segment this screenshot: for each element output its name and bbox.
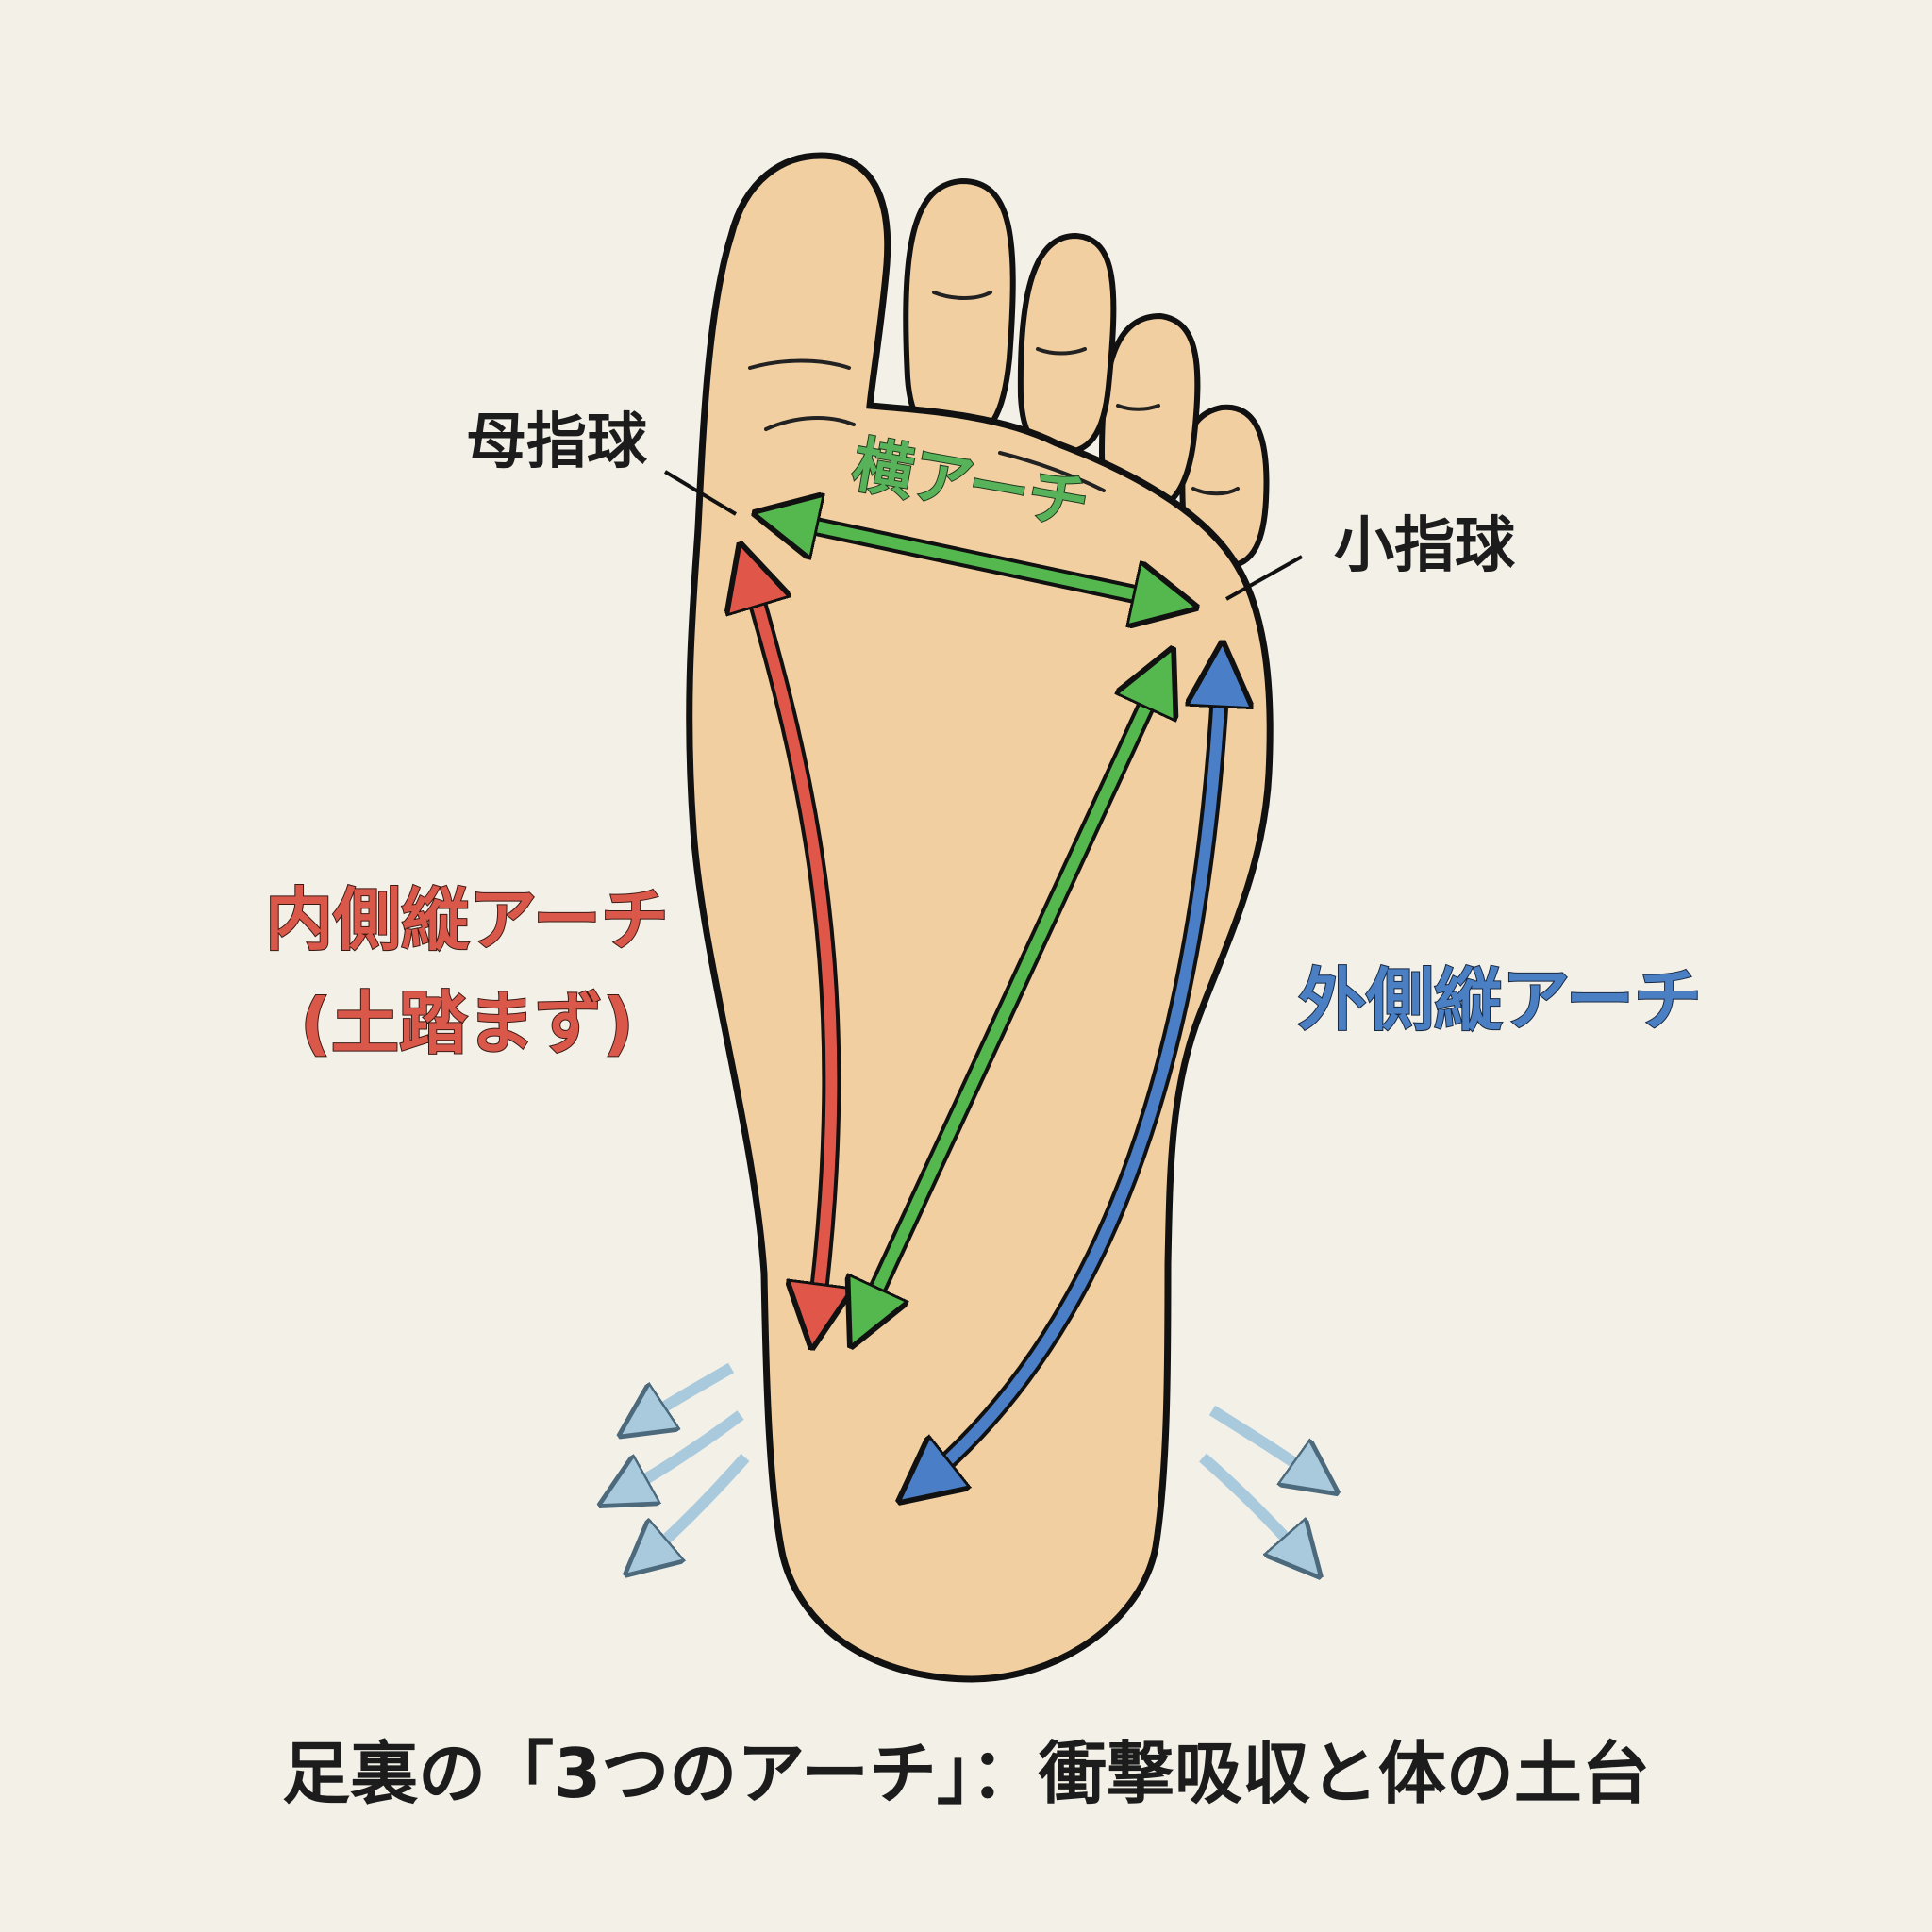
caption: 足裏の「3つのアーチ」：衝撃吸収と体の土台 (282, 1734, 1650, 1813)
label-lateral-arch: 外側縦アーチ (1298, 960, 1702, 1040)
label-big-toe-ball: 母指球 (466, 408, 648, 477)
label-little-toe-ball: 小指球 (1334, 511, 1516, 581)
toe-second (903, 177, 1016, 442)
spread-arrows-right (1199, 1405, 1321, 1561)
foot-illustration (686, 152, 1274, 1683)
spread-arrows-left (618, 1362, 750, 1561)
leader-little-toe-ball (1225, 555, 1303, 601)
toe-third (1017, 232, 1117, 457)
leader-big-toe-ball (663, 470, 738, 516)
label-medial-arch-note: (土踏まず) (300, 984, 634, 1063)
label-medial-arch: 内側縦アーチ (265, 880, 669, 959)
